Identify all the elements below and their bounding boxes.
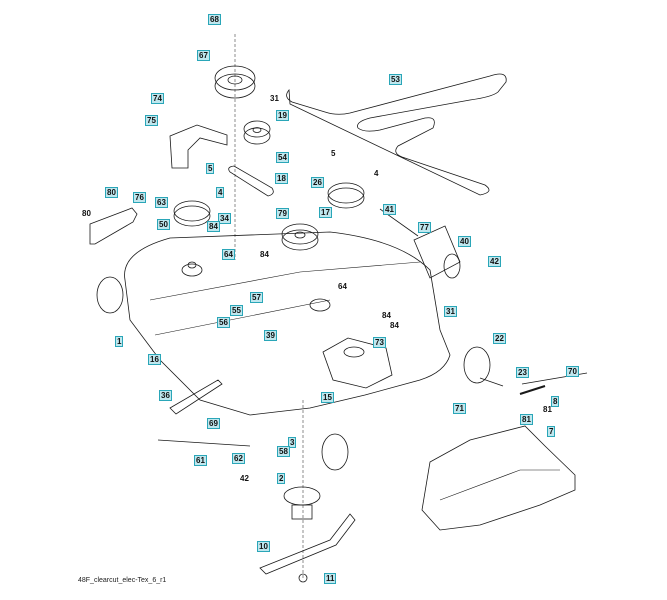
mower-deck: [124, 231, 451, 416]
part-label-84[interactable]: 84: [390, 321, 399, 330]
idler-arm-18: [228, 165, 274, 197]
part-label-22[interactable]: 22: [493, 333, 506, 344]
part-label-17[interactable]: 17: [319, 207, 332, 218]
part-label-64[interactable]: 64: [222, 249, 235, 260]
part-label-19[interactable]: 19: [276, 110, 289, 121]
pulley-4-right: [327, 182, 365, 209]
part-label-31[interactable]: 31: [270, 94, 279, 103]
part-label-4[interactable]: 4: [374, 169, 379, 178]
part-label-15[interactable]: 15: [321, 392, 334, 403]
part-label-73[interactable]: 73: [373, 337, 386, 348]
arm-36: [169, 379, 223, 415]
diagram-caption: 48F_clearcut_elec-Tex_6_r1: [78, 577, 167, 584]
part-label-76[interactable]: 76: [133, 192, 146, 203]
part-label-84[interactable]: 84: [382, 311, 391, 320]
part-label-68[interactable]: 68: [208, 14, 221, 25]
part-label-57[interactable]: 57: [250, 292, 263, 303]
part-label-77[interactable]: 77: [418, 222, 431, 233]
part-label-67[interactable]: 67: [197, 50, 210, 61]
part-label-3[interactable]: 3: [288, 437, 297, 448]
part-label-50[interactable]: 50: [157, 219, 170, 230]
rod-61: [157, 439, 251, 447]
part-label-36[interactable]: 36: [159, 390, 172, 401]
part-label-8[interactable]: 8: [551, 396, 560, 407]
part-label-23[interactable]: 23: [516, 367, 529, 378]
blade-bolt-11: [298, 573, 308, 583]
part-label-75[interactable]: 75: [145, 115, 158, 126]
gauge-wheel-rear: [321, 433, 349, 471]
spindle-center: [309, 298, 331, 312]
part-label-54[interactable]: 54: [276, 152, 289, 163]
part-label-81[interactable]: 81: [543, 405, 552, 414]
part-label-71[interactable]: 71: [453, 403, 466, 414]
part-label-31[interactable]: 31: [444, 306, 457, 317]
part-label-63[interactable]: 63: [155, 197, 168, 208]
idler-pulley-19: [243, 120, 271, 145]
belt-cover-73: [322, 337, 393, 389]
part-label-41[interactable]: 41: [383, 204, 396, 215]
part-label-80[interactable]: 80: [82, 209, 91, 218]
blade-10: [259, 513, 356, 575]
part-label-40[interactable]: 40: [458, 236, 471, 247]
part-label-5[interactable]: 5: [206, 163, 215, 174]
gauge-wheel-22: [463, 346, 491, 384]
pin-23: [479, 377, 504, 387]
gauge-wheel-left: [96, 276, 124, 314]
part-label-70[interactable]: 70: [566, 366, 579, 377]
part-label-62[interactable]: 62: [232, 453, 245, 464]
part-label-7[interactable]: 7: [547, 426, 556, 437]
part-label-80[interactable]: 80: [105, 187, 118, 198]
part-label-11[interactable]: 11: [324, 573, 337, 584]
part-label-5[interactable]: 5: [331, 149, 336, 158]
part-label-84[interactable]: 84: [207, 221, 220, 232]
part-label-10[interactable]: 10: [257, 541, 270, 552]
part-label-64[interactable]: 64: [338, 282, 347, 291]
part-label-53[interactable]: 53: [389, 74, 402, 85]
part-label-39[interactable]: 39: [264, 330, 277, 341]
part-label-69[interactable]: 69: [207, 418, 220, 429]
part-label-4[interactable]: 4: [216, 187, 225, 198]
deflector-76: [89, 207, 138, 245]
roller-40: [413, 225, 461, 279]
part-label-34[interactable]: 34: [218, 213, 231, 224]
discharge-chute-7: [421, 425, 576, 531]
part-label-74[interactable]: 74: [151, 93, 164, 104]
part-label-55[interactable]: 55: [230, 305, 243, 316]
part-label-84[interactable]: 84: [260, 250, 269, 259]
part-label-2[interactable]: 2: [277, 473, 286, 484]
idler-pulley-17: [281, 223, 319, 251]
blade-spindle-2: [283, 486, 321, 520]
part-label-26[interactable]: 26: [311, 177, 324, 188]
part-label-58[interactable]: 58: [277, 446, 290, 457]
part-label-18[interactable]: 18: [275, 173, 288, 184]
spindle-left: [181, 261, 203, 277]
part-label-56[interactable]: 56: [217, 317, 230, 328]
part-label-42[interactable]: 42: [240, 474, 249, 483]
spring-8: [519, 385, 546, 395]
drive-belt: [286, 73, 507, 196]
part-label-81[interactable]: 81: [520, 414, 533, 425]
part-label-1[interactable]: 1: [115, 336, 124, 347]
part-label-16[interactable]: 16: [148, 354, 161, 365]
pulley-4-left: [173, 200, 211, 227]
shield-75: [169, 124, 228, 169]
part-label-61[interactable]: 61: [194, 455, 207, 466]
part-label-79[interactable]: 79: [276, 208, 289, 219]
part-label-42[interactable]: 42: [488, 256, 501, 267]
